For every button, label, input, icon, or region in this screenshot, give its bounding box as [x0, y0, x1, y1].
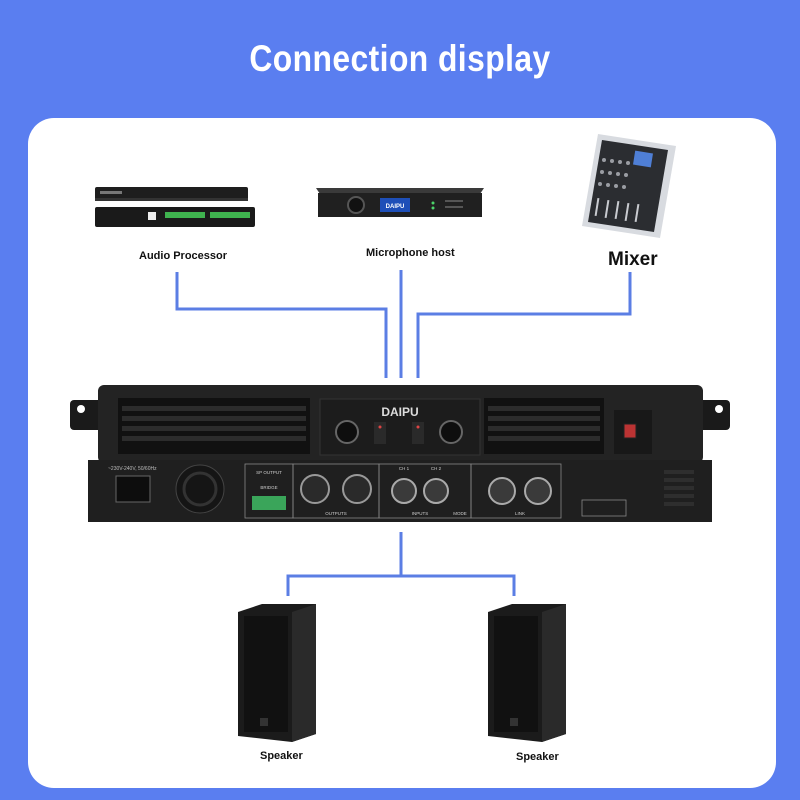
audio-processor-device	[95, 187, 255, 227]
line-speaker-left	[286, 574, 516, 596]
mixer-label: Mixer	[608, 249, 658, 270]
speakon-ch2	[342, 474, 372, 504]
microphone-host-brand: DAIPU	[386, 204, 405, 210]
amplifier-front: DAIPU	[70, 385, 730, 463]
xlr-link-ch2	[524, 477, 552, 505]
rear-bridge-text: BRIDGE	[260, 485, 277, 490]
speaker-right-device	[488, 604, 566, 742]
volume-knob-ch1	[335, 420, 359, 444]
volume-knob-ch2	[439, 420, 463, 444]
microphone-host-device: DAIPU	[316, 188, 484, 217]
rear-sp-output-text: SP OUTPUT	[256, 470, 282, 475]
connection-lines	[175, 270, 632, 596]
microphone-host-label: Microphone host	[366, 247, 455, 259]
xlr-link-ch1	[488, 477, 516, 505]
audio-processor-label: Audio Processor	[139, 250, 228, 262]
power-switch	[623, 423, 637, 439]
speaker-left-label: Speaker	[260, 750, 303, 762]
page-title: Connection display	[249, 38, 551, 79]
power-socket	[115, 475, 151, 503]
xlr-input-ch2	[423, 478, 449, 504]
rear-link-text: LINK	[515, 511, 525, 516]
amplifier-rear: ~230V-240V, 50/60Hz SP OUTPUT BRIDGE OUT…	[88, 460, 712, 522]
speaker-left-device	[238, 604, 316, 742]
rear-inputs-ch1-text: CH 1	[399, 466, 410, 471]
line-mixer	[416, 272, 632, 378]
amplifier-brand: DAIPU	[381, 405, 418, 419]
xlr-input-ch1	[391, 478, 417, 504]
rear-outputs-text: OUTPUTS	[325, 511, 347, 516]
speakon-ch1	[300, 474, 330, 504]
rear-inputs-text: INPUTS	[412, 511, 429, 516]
rear-mode-text: MODE	[453, 511, 467, 516]
rear-inputs-ch2-text: CH 2	[431, 466, 442, 471]
speaker-right-label: Speaker	[516, 751, 559, 763]
line-audio-processor	[175, 272, 388, 378]
mixer-device	[582, 134, 676, 238]
terminal-block	[252, 496, 286, 510]
rear-power-text: ~230V-240V, 50/60Hz	[108, 466, 157, 472]
